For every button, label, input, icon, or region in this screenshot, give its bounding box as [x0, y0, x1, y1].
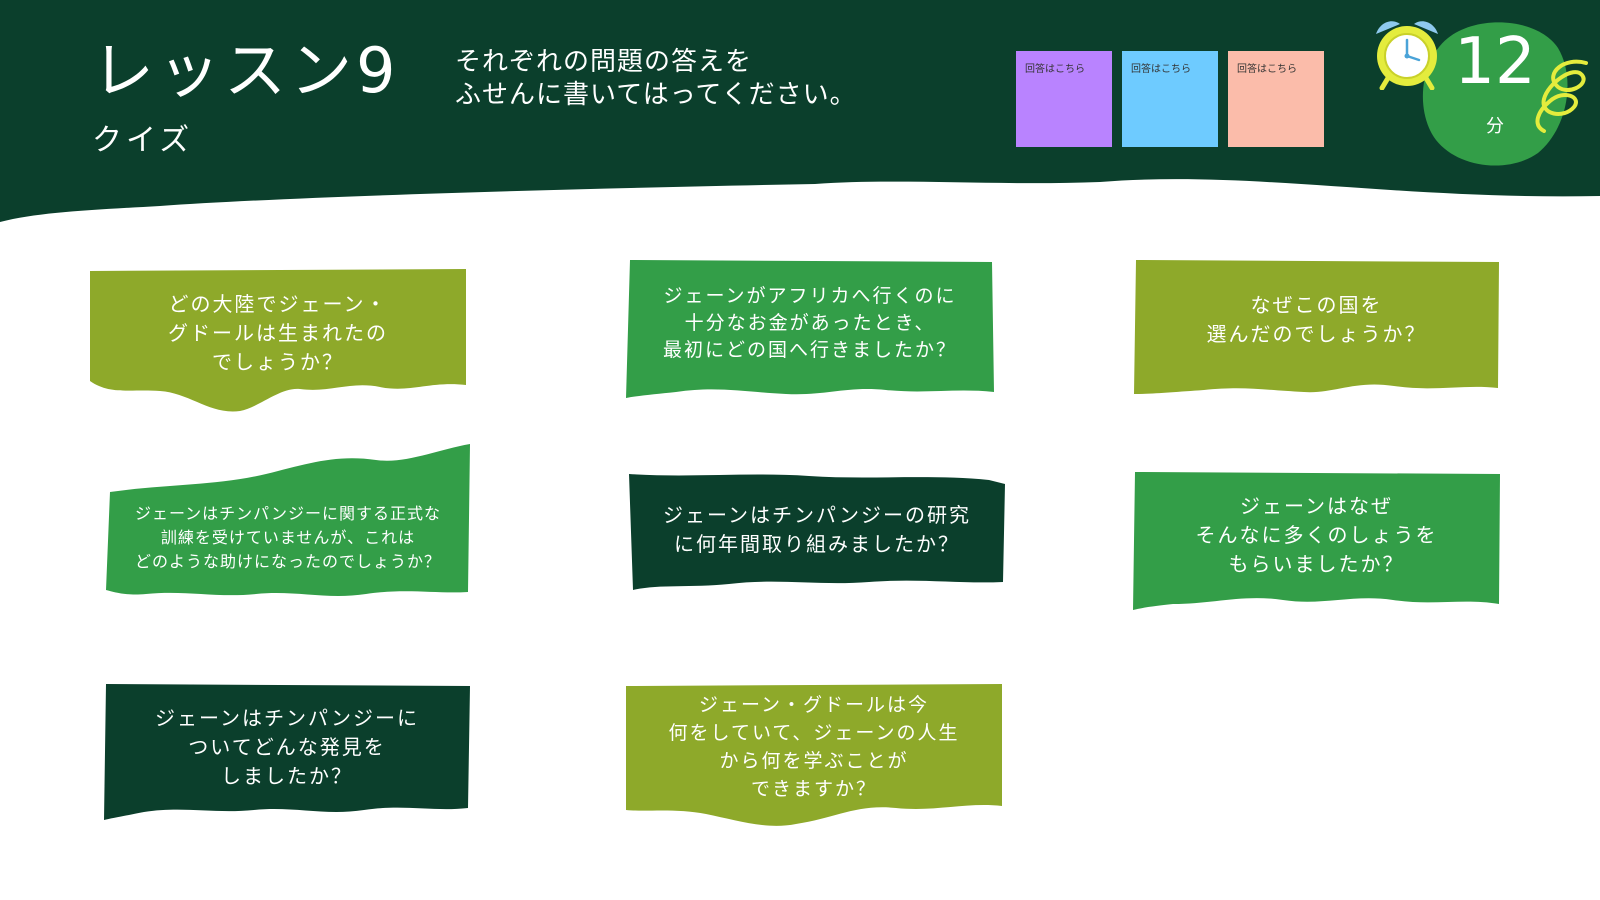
sticky-note-blue[interactable]: 回答はこちら [1122, 51, 1218, 147]
question-card-8: ジェーン・グドールは今 何をしていて、ジェーンの人生 から何を学ぶことが できま… [626, 684, 1002, 830]
torn-paper-shape [626, 260, 994, 398]
question-text: ジェーンはチンパンジーに関する正式な 訓練を受けていませんが、これは どのような… [134, 504, 441, 571]
sticky-note-purple[interactable]: 回答はこちら [1016, 51, 1112, 147]
question-card-4: ジェーンはチンパンジーに関する正式な 訓練を受けていませんが、これは どのような… [106, 444, 470, 604]
instruction-text: それぞれの問題の答えを ふせんに書いてはってください。 [455, 46, 857, 112]
torn-paper-shape [90, 269, 466, 412]
timer-minutes: 12 [1454, 25, 1536, 99]
question-card-6: ジェーンはなぜ そんなに多くのしょうを もらいましたか？ [1133, 472, 1500, 610]
torn-paper-shape [104, 684, 470, 820]
question-text: なぜこの国を 選んだのでしょうか？ [1206, 293, 1427, 346]
sticky-note-label: 回答はこちら [1131, 64, 1191, 75]
question-text: ジェーンがアフリカへ行くのに 十分なお金があったとき、 最初にどの国へ行きました… [662, 284, 957, 361]
squiggle-decoration-icon [1535, 59, 1588, 133]
instruction-line-1: それぞれの問題の答えを [455, 47, 753, 77]
question-text: ジェーンはチンパンジーの研究 に何年間取り組みましたか？ [663, 503, 971, 556]
sticky-note-peach[interactable]: 回答はこちら [1228, 51, 1324, 147]
sticky-note-label: 回答はこちら [1237, 64, 1297, 75]
torn-paper-shape [1133, 472, 1500, 610]
question-card-3: なぜこの国を 選んだのでしょうか？ [1134, 260, 1499, 396]
question-text: ジェーンはチンパンジーに ついてどんな発見を しましたか？ [155, 705, 419, 788]
lesson-subtitle: クイズ [92, 123, 194, 158]
torn-paper-shape [629, 474, 1005, 590]
question-card-2: ジェーンがアフリカへ行くのに 十分なお金があったとき、 最初にどの国へ行きました… [626, 260, 994, 398]
lesson-title: レッスン9 [92, 34, 400, 107]
instruction-line-2: ふせんに書いてはってください。 [455, 80, 857, 110]
torn-paper-shape [626, 684, 1002, 826]
question-text: ジェーン・グドールは今 何をしていて、ジェーンの人生 から何を学ぶことが できま… [668, 694, 960, 800]
question-card-5: ジェーンはチンパンジーの研究 に何年間取り組みましたか？ [629, 472, 1005, 592]
timer-blob [1422, 22, 1568, 166]
timer-unit: 分 [1486, 116, 1504, 137]
torn-paper-shape [106, 444, 470, 596]
question-card-1: どの大陸でジェーン・ グドールは生まれたの でしょうか？ [90, 269, 466, 417]
torn-paper-shape [1134, 260, 1499, 394]
alarm-clock-icon [1376, 21, 1438, 90]
question-text: どの大陸でジェーン・ グドールは生まれたの でしょうか？ [168, 291, 388, 374]
sticky-note-label: 回答はこちら [1025, 64, 1085, 75]
question-text: ジェーンはなぜ そんなに多くのしょうを もらいましたか？ [1195, 493, 1438, 576]
question-card-7: ジェーンはチンパンジーに ついてどんな発見を しましたか？ [104, 684, 470, 820]
